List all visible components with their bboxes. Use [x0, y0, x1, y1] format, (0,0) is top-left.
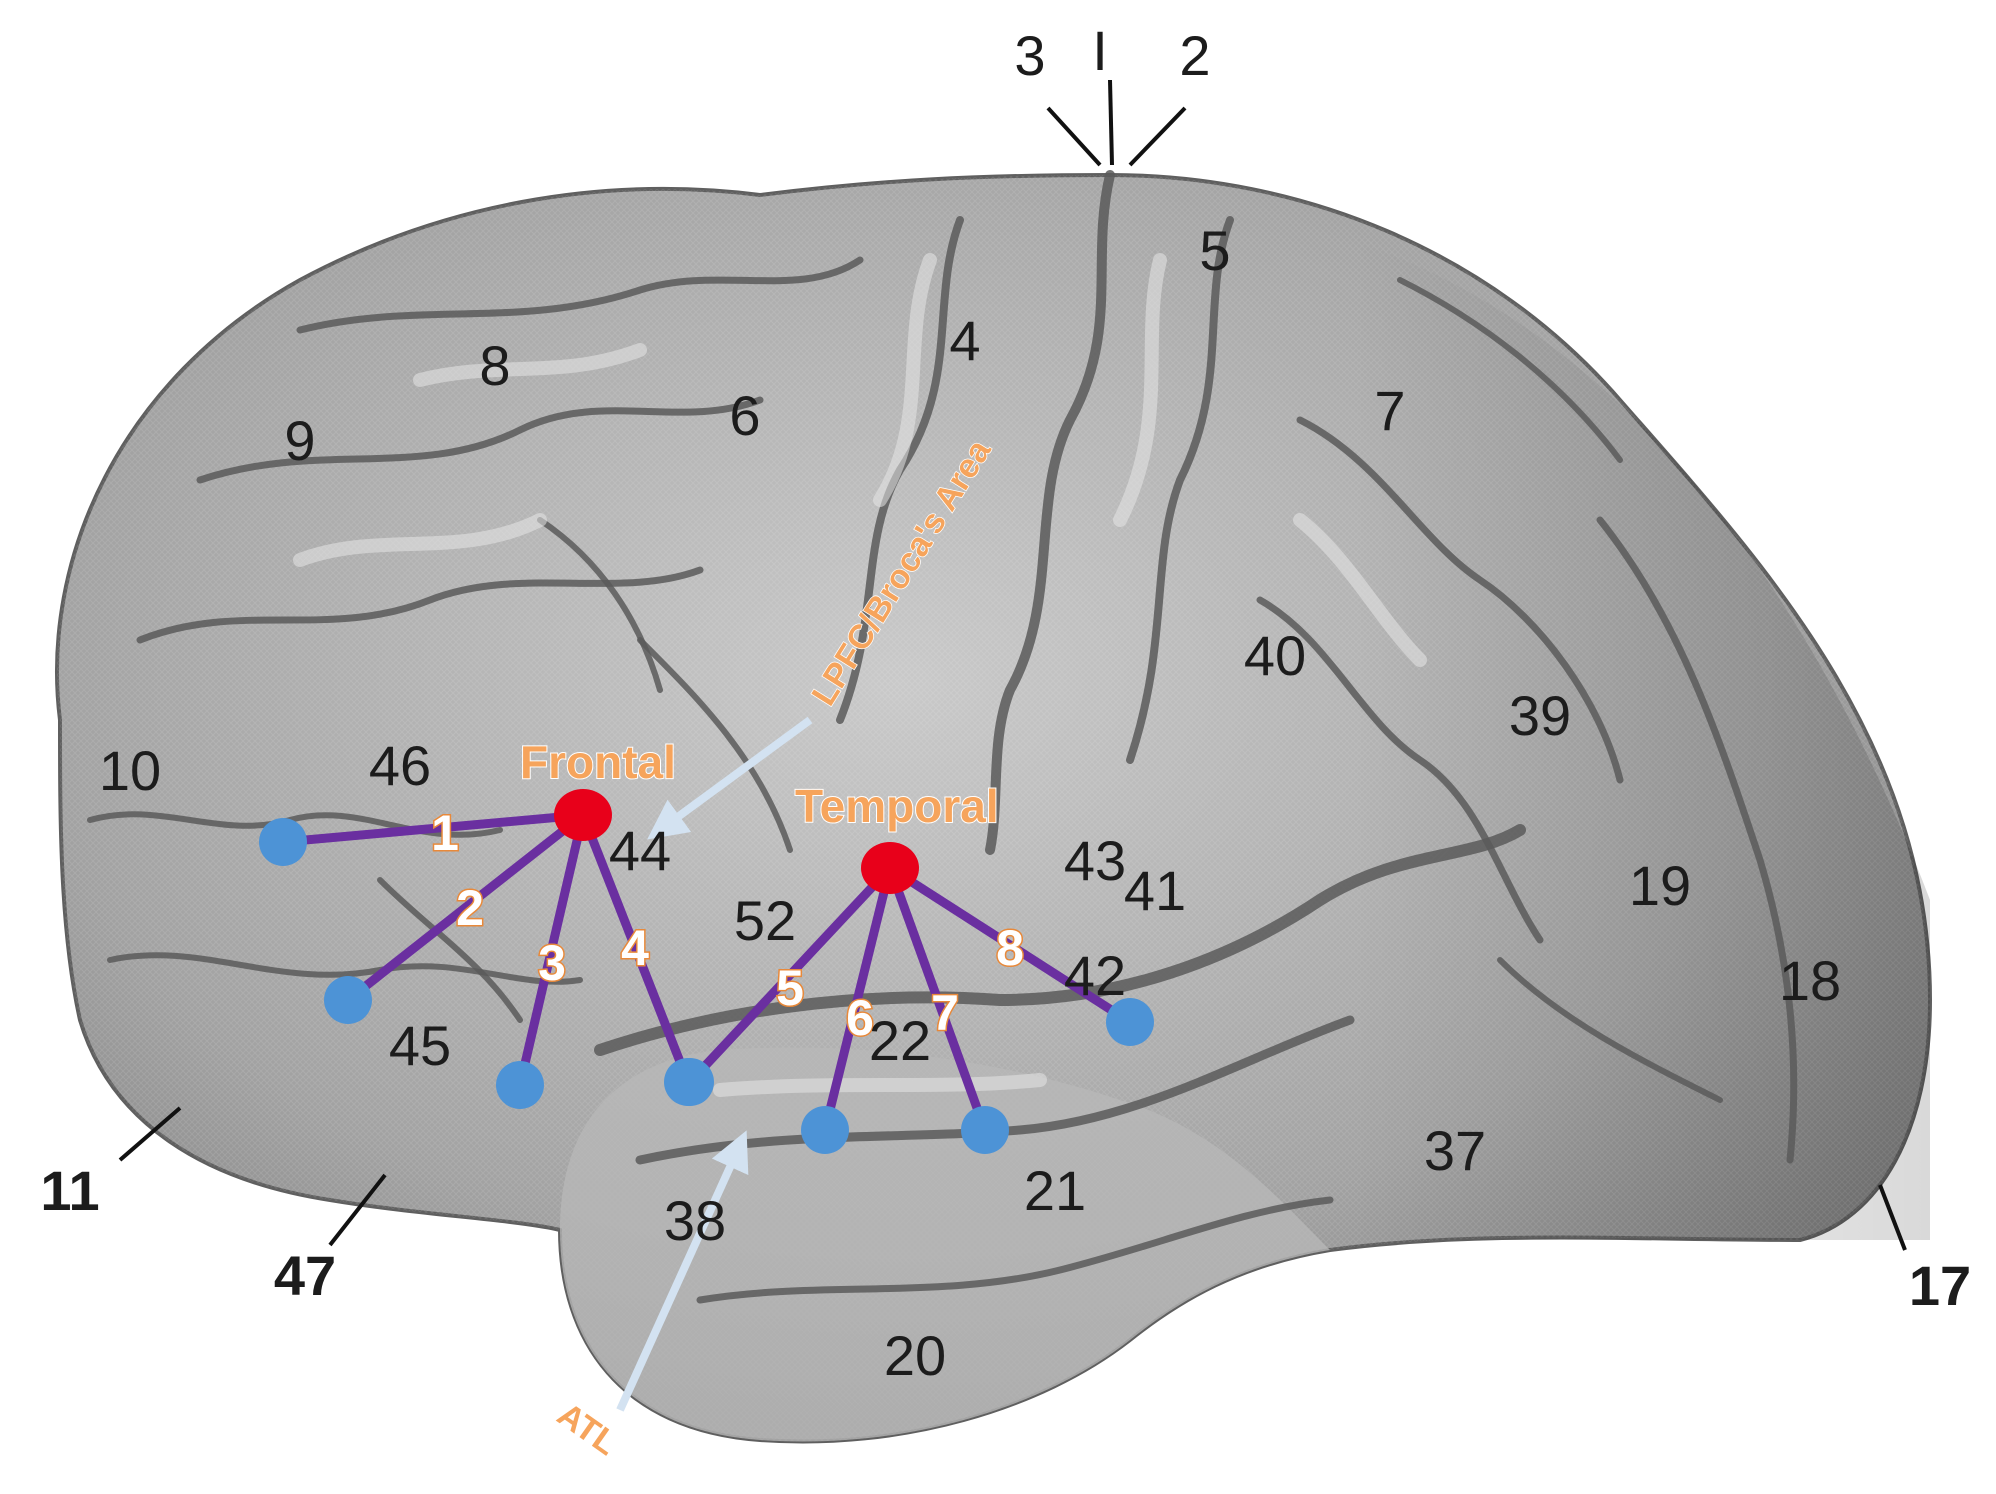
connection-line-7 — [885, 863, 990, 1135]
brodmann-area-18: 18 — [1779, 949, 1841, 1012]
brodmann-area-4: 4 — [949, 309, 980, 372]
nodes — [259, 789, 1154, 1154]
brodmann-area-42: 42 — [1064, 944, 1126, 1007]
brodmann-area-19: 19 — [1629, 854, 1691, 917]
connection-number-6: 6 — [846, 990, 874, 1046]
electrode-node-1 — [259, 818, 307, 866]
brodmann-area-43: 43 — [1064, 829, 1126, 892]
brodmann-area-44: 44 — [609, 819, 671, 882]
temporal-hub — [861, 842, 919, 894]
brodmann-area-20: 20 — [884, 1324, 946, 1387]
connection-line-2 — [343, 810, 588, 1005]
connection-line-8 — [885, 863, 1135, 1027]
frontal-hub — [554, 789, 612, 841]
connection-number-3: 3 — [538, 935, 566, 991]
electrode-node-3 — [496, 1061, 544, 1109]
electrode-node-2 — [324, 976, 372, 1024]
brodmann-area-2: 2 — [1179, 24, 1210, 87]
electrode-node-6 — [801, 1106, 849, 1154]
electrode-node-8 — [1106, 998, 1154, 1046]
brodmann-area-41: 41 — [1124, 859, 1186, 922]
atl-label: ATL — [550, 1395, 624, 1463]
brodmann-area-22: 22 — [869, 1009, 931, 1072]
brodmann-area-38: 38 — [664, 1189, 726, 1252]
connection-number-2: 2 — [456, 880, 484, 936]
brodmann-area-46: 46 — [369, 734, 431, 797]
connection-line-1 — [278, 810, 588, 847]
brodmann-area-3: 3 — [1014, 24, 1045, 87]
connection-number-1: 1 — [431, 805, 459, 861]
lpfc-arrow — [647, 716, 813, 840]
gyri-highlights — [293, 253, 1427, 1097]
brodmann-area-47: 47 — [274, 1244, 336, 1307]
brodmann-area-5: 5 — [1199, 219, 1230, 282]
brodmann-area-6: 6 — [729, 384, 760, 447]
sulci — [87, 170, 1798, 1304]
brodmann-area-21: 21 — [1024, 1159, 1086, 1222]
connection-line-6 — [820, 863, 895, 1135]
connection-number-8: 8 — [996, 920, 1024, 976]
brodmann-area-8: 8 — [479, 334, 510, 397]
connections — [278, 810, 1135, 1135]
brodmann-area-10: 10 — [99, 739, 161, 802]
connection-line-3 — [515, 810, 588, 1090]
electrode-node-5 — [666, 1058, 714, 1106]
brodmann-area-37: 37 — [1424, 1119, 1486, 1182]
top-leader-lines — [1046, 79, 1187, 167]
brodmann-area-52: 52 — [734, 889, 796, 952]
connection-number-5: 5 — [776, 960, 804, 1016]
brodmann-area-1: I — [1092, 19, 1108, 82]
brodmann-area-17: 17 — [1909, 1254, 1971, 1317]
brodmann-area-9: 9 — [284, 409, 315, 472]
occipital-shade — [1350, 240, 1930, 1240]
electrode-node-7 — [961, 1106, 1009, 1154]
connection-line-4 — [578, 810, 693, 1087]
brodmann-area-40: 40 — [1244, 624, 1306, 687]
brodmann-area-7: 7 — [1374, 379, 1405, 442]
brodmann-area-45: 45 — [389, 1014, 451, 1077]
connection-number-7: 7 — [931, 985, 959, 1041]
temporal-label: Temporal — [795, 780, 999, 832]
bottom-leader-lines — [118, 1106, 1907, 1251]
brodmann-area-11: 11 — [40, 1159, 99, 1222]
connection-number-4: 4 — [621, 920, 649, 976]
brodmann-area-39: 39 — [1509, 684, 1571, 747]
atl-arrow — [616, 1130, 749, 1412]
connection-line-5 — [685, 863, 895, 1087]
frontal-label: Frontal — [520, 736, 676, 788]
